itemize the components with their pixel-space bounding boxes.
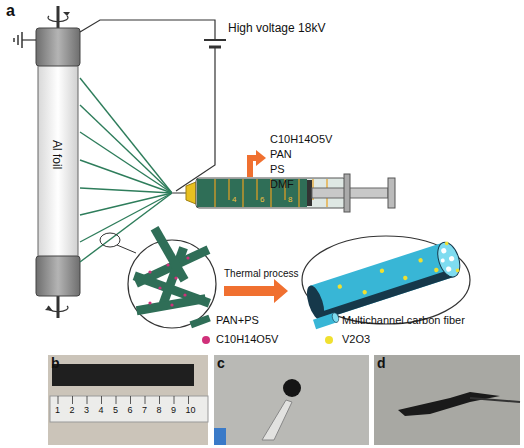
drum-cap	[36, 256, 80, 296]
orange-arrow	[256, 150, 266, 166]
panel-letter: d	[377, 356, 386, 371]
voltage-label: High voltage 18kV	[228, 22, 325, 35]
process-label: Thermal process	[224, 268, 298, 279]
thermal-arrow	[224, 279, 288, 303]
syringe-marks	[215, 179, 327, 207]
ruler	[50, 396, 208, 422]
polymer-label: PAN	[270, 148, 292, 160]
panel-letter: b	[51, 356, 60, 371]
plunger-seal	[307, 180, 312, 206]
needle-hub	[186, 182, 196, 204]
legend-swatch	[325, 336, 333, 344]
rotation-arrow	[63, 12, 70, 16]
ruler-number: 1	[55, 406, 60, 416]
photo-panel: d	[374, 355, 520, 445]
precursor-dots	[148, 256, 189, 306]
zoomed-fibers	[133, 226, 211, 315]
tweezers	[470, 398, 520, 402]
drum-cap	[36, 28, 80, 66]
orange-arrow	[250, 158, 256, 177]
panel-letter: a	[6, 2, 15, 20]
plunger-cap	[388, 178, 395, 208]
ruler-number: 6	[128, 406, 133, 416]
ground-wire	[22, 39, 36, 40]
legend-text: PAN+PS	[216, 314, 259, 326]
collector-drum	[38, 60, 78, 260]
polymer-label: PS	[270, 163, 285, 175]
ruler-ticks	[58, 396, 189, 404]
legend-carbon-sample	[313, 312, 340, 329]
ruler-number: 10	[186, 406, 196, 416]
collector-label: Al foil	[50, 140, 63, 169]
ruler-number: 3	[84, 406, 89, 416]
carbon-film	[52, 364, 194, 386]
legend-swatch	[202, 336, 210, 344]
ruler-number: 9	[171, 406, 176, 416]
ground-symbol	[21, 32, 23, 48]
bent-film	[398, 392, 500, 416]
hv-wire	[176, 47, 215, 191]
barrel-flange	[344, 174, 350, 212]
tweezers	[262, 400, 292, 440]
zoom-marker	[100, 233, 120, 247]
fiber-circle	[302, 236, 470, 324]
solvent-label: DMF	[270, 178, 294, 190]
precursor-label: C10H14O5V	[270, 133, 332, 145]
legend-text: V2O3	[342, 333, 370, 345]
ruler-number: 4	[99, 406, 104, 416]
battery-symbol	[204, 39, 226, 41]
drum-shaft	[57, 6, 60, 30]
hv-wire	[80, 20, 215, 40]
legend-fiber-sample	[190, 315, 211, 328]
panel-letter: c	[217, 356, 225, 371]
drum-shaft	[57, 294, 60, 318]
zoom-leader	[117, 245, 136, 253]
legend-text: Multichannel carbon fiber	[342, 314, 465, 326]
glove	[214, 428, 226, 445]
rotation-arrow	[45, 306, 53, 311]
photo-panel: c	[214, 355, 369, 445]
ground-symbol	[17, 35, 19, 45]
ruler-number: 7	[142, 406, 147, 416]
photo-background	[214, 355, 369, 445]
legend-text: C10H14O5V	[216, 333, 278, 345]
ruler-number: 2	[70, 406, 75, 416]
ruler-number: 5	[113, 406, 118, 416]
spinning-solution	[197, 179, 307, 207]
scale-number: 8	[288, 196, 292, 205]
photo-background	[374, 355, 520, 445]
scale-number: 6	[260, 196, 264, 205]
ground-symbol	[13, 38, 15, 42]
ruler-number: 8	[157, 406, 162, 416]
photo-panel: b	[48, 355, 208, 445]
carbon-fiber	[303, 239, 463, 322]
scale-number: 4	[232, 196, 236, 205]
carbon-disc	[283, 379, 301, 397]
rotation-arrow	[48, 16, 68, 22]
photo-background	[48, 355, 208, 445]
